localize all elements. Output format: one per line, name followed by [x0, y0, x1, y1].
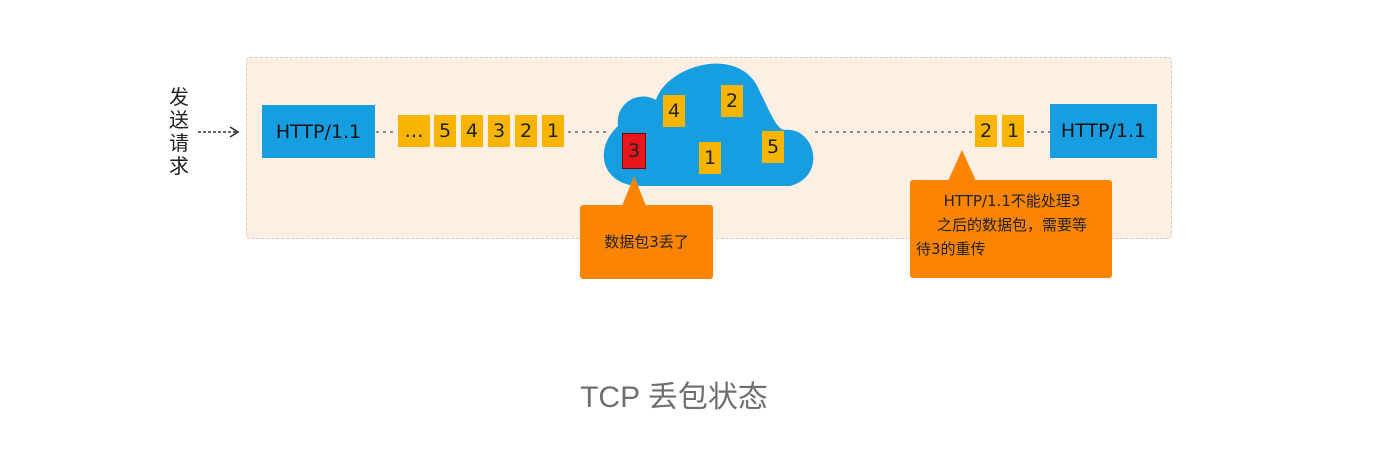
cloud-packet: 2: [721, 85, 743, 117]
figure-caption: TCP 丢包状态: [580, 381, 768, 414]
callout-blocked-line: HTTP/1.1不能处理3: [943, 192, 1081, 210]
callout-blocked: HTTP/1.1不能处理3 之后的数据包，需要等 待3的重传: [910, 180, 1112, 278]
request-arrow-icon: [198, 126, 240, 138]
queue-packet: 2: [515, 115, 537, 147]
queue-packet: 3: [488, 115, 510, 147]
sender-label: 发送请求: [169, 85, 189, 178]
network-cloud-icon: [603, 63, 814, 186]
callout-blocked-line: 待3的重传: [916, 240, 986, 258]
received-packet: 2: [975, 115, 997, 147]
callout-lost-pointer: [622, 176, 646, 206]
sender-http-box: HTTP/1.1: [262, 105, 375, 158]
queue-packet: 4: [461, 115, 483, 147]
queue-packet-ellipsis: …: [398, 115, 430, 147]
callout-blocked-pointer: [948, 150, 976, 181]
received-packet: 1: [1002, 115, 1024, 147]
queue-packet: 5: [434, 115, 456, 147]
cloud-packet: 5: [762, 131, 784, 163]
cloud-packet: 1: [699, 142, 721, 174]
receiver-http-box: HTTP/1.1: [1050, 104, 1157, 158]
callout-lost: 数据包3丢了: [580, 205, 713, 279]
cloud-packet: 4: [663, 95, 685, 127]
callout-blocked-line: 之后的数据包，需要等: [936, 216, 1087, 234]
lost-packet: 3: [622, 133, 646, 169]
queue-packet: 1: [542, 115, 564, 147]
